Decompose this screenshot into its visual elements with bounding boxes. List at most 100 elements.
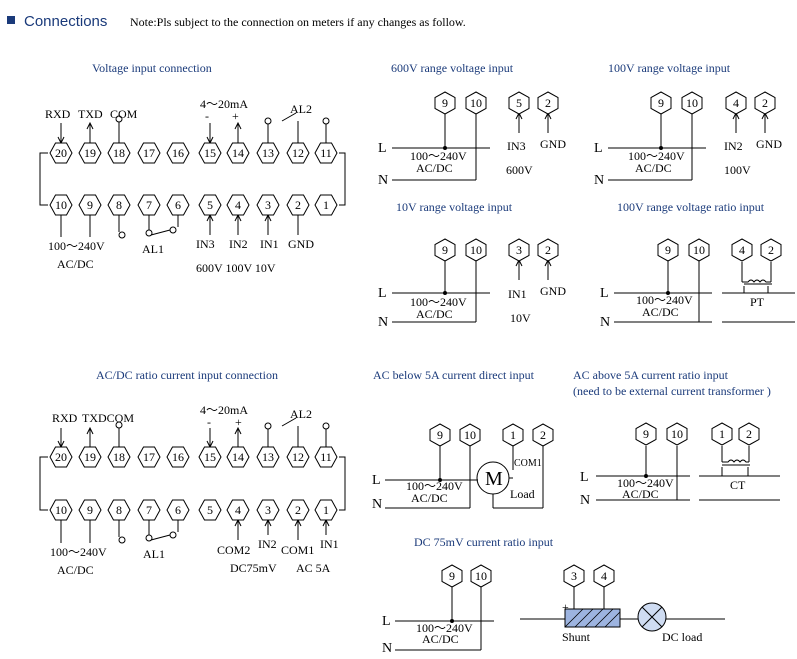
terminal-top-b-13-number: 13 <box>262 450 274 464</box>
label-acdc-ct: AC/DC <box>622 487 659 501</box>
label-L-6: L <box>580 470 589 485</box>
label-L-3: L <box>378 286 387 301</box>
label-supply: 100～240V <box>48 239 105 253</box>
terminal-top-b-19-number: 19 <box>84 450 96 464</box>
label-com1-2: COM1 <box>514 458 542 469</box>
label-supply-ct: 100～240V <box>617 476 674 490</box>
label-minus: - <box>205 109 209 123</box>
terminal-ct-10: 10 <box>666 422 688 446</box>
label-acdc-2: AC/DC <box>57 563 94 577</box>
label-supply-dc: 100～240V <box>416 621 473 635</box>
terminal-ct-2-number: 2 <box>746 427 752 441</box>
terminal-dc-3-number: 3 <box>571 569 577 583</box>
terminal-100v-9: 9 <box>650 91 672 115</box>
terminal-top-b-12: 12 <box>286 446 310 468</box>
terminal-bottom-b-3-number: 3 <box>265 503 271 517</box>
label-shunt-plus: + <box>562 600 569 614</box>
terminal-bottom-b-2-number: 2 <box>295 503 301 517</box>
label-load: Load <box>510 487 535 501</box>
label-N-7: N <box>382 641 392 656</box>
terminal-bottom-7: 7 <box>137 194 161 216</box>
terminal-top-b-18: 18 <box>107 446 131 468</box>
label-com1: COM1 <box>281 543 314 557</box>
diagram-100v: L N 100～240V AC/DC IN2 GND 100V <box>594 111 782 188</box>
label-acdc-100: AC/DC <box>635 161 672 175</box>
label-supply-600: 100～240V <box>410 149 467 163</box>
label-al1-2: AL1 <box>143 547 165 561</box>
terminal-motor-1: 1 <box>502 423 524 447</box>
bullet-icon <box>7 16 15 24</box>
terminal-dc-10-number: 10 <box>475 569 487 583</box>
terminal-bottom-5-number: 5 <box>207 198 213 212</box>
terminal-600v-5: 5 <box>508 91 530 115</box>
label-acdc-10: AC/DC <box>416 307 453 321</box>
label-supply-10: 100～240V <box>410 295 467 309</box>
terminal-ct-9-number: 9 <box>643 427 649 441</box>
terminal-top-15: 15 <box>198 142 222 164</box>
terminal-100v-2-number: 2 <box>762 96 768 110</box>
terminal-top-16: 16 <box>166 142 190 164</box>
terminal-bottom-10-number: 10 <box>55 198 67 212</box>
terminal-bottom-b-5: 5 <box>198 499 222 521</box>
terminal-bottom-b-4: 4 <box>226 499 250 521</box>
label-4-20ma-2: 4～20mA <box>200 403 248 417</box>
label-rxd-2: RXD <box>52 411 78 425</box>
terminal-bottom-b-1-number: 1 <box>323 503 329 517</box>
label-in3: IN3 <box>196 237 215 251</box>
terminal-top-14: 14 <box>226 142 250 164</box>
terminal-ct-1-number: 1 <box>719 427 725 441</box>
terminal-motor-2-number: 2 <box>540 428 546 442</box>
terminal-dc-9: 9 <box>441 564 463 588</box>
terminal-600v-10-number: 10 <box>470 96 482 110</box>
terminal-bottom-b-8-number: 8 <box>116 503 122 517</box>
terminal-bottom-6-number: 6 <box>175 198 181 212</box>
note-text: Note:Pls subject to the connection on me… <box>130 15 466 29</box>
label-com2: COM2 <box>217 543 250 557</box>
terminal-10v-3: 3 <box>508 238 530 262</box>
terminal-top-b-20: 20 <box>49 446 73 468</box>
label-gnd: GND <box>288 237 314 251</box>
label-10v: 10V <box>510 311 531 325</box>
terminal-10v-2-number: 2 <box>545 243 551 257</box>
terminal-bottom-b-3: 3 <box>256 499 280 521</box>
section-ac-below-5a: AC below 5A current direct input <box>373 368 535 382</box>
terminal-top-b-11: 11 <box>314 446 338 468</box>
terminal-bottom-7-number: 7 <box>146 198 152 212</box>
section-voltage-input: Voltage input connection <box>92 61 212 75</box>
terminal-pt-2: 2 <box>760 238 782 262</box>
terminal-dc-9-number: 9 <box>449 569 455 583</box>
label-dc-load: DC load <box>662 630 702 644</box>
terminal-top-b-20-number: 20 <box>55 450 67 464</box>
terminal-dc-3: 3 <box>563 564 585 588</box>
diagram-600v: L N 100～240V AC/DC IN3 GND 600V <box>378 111 566 188</box>
terminal-pt-10-number: 10 <box>693 243 705 257</box>
terminal-10v-10: 10 <box>465 238 487 262</box>
terminal-top-11: 11 <box>314 142 338 164</box>
label-txdcom: TXDCOM <box>82 411 134 425</box>
terminal-top-14-number: 14 <box>232 146 244 160</box>
terminal-10v-9-number: 9 <box>442 243 448 257</box>
terminal-ct-1: 1 <box>711 422 733 446</box>
terminal-bottom-4-number: 4 <box>235 198 241 212</box>
terminal-600v-5-number: 5 <box>516 96 522 110</box>
terminal-bottom-b-10-number: 10 <box>55 503 67 517</box>
terminal-bottom-9: 9 <box>78 194 102 216</box>
terminal-bottom-b-9-number: 9 <box>87 503 93 517</box>
terminal-bottom-b-6-number: 6 <box>175 503 181 517</box>
terminal-motor-9: 9 <box>429 423 451 447</box>
terminal-motor-1-number: 1 <box>510 428 516 442</box>
terminal-top-b-15: 15 <box>198 446 222 468</box>
terminal-bottom-8: 8 <box>107 194 131 216</box>
terminal-pt-10: 10 <box>688 238 710 262</box>
terminal-bottom-4: 4 <box>226 194 250 216</box>
terminal-bottom-1-number: 1 <box>323 198 329 212</box>
shunt-icon <box>564 608 621 628</box>
label-L-2: L <box>594 141 603 156</box>
terminal-100v-10: 10 <box>681 91 703 115</box>
terminal-top-18: 18 <box>107 142 131 164</box>
terminal-top-12-number: 12 <box>292 146 304 160</box>
terminal-top-17-number: 17 <box>143 146 155 160</box>
terminal-top-18-number: 18 <box>113 146 125 160</box>
